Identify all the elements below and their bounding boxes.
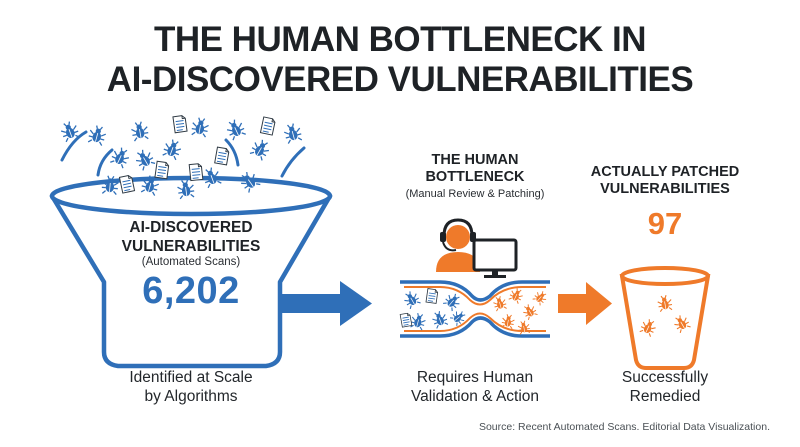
bucket-icon bbox=[619, 266, 711, 370]
funnel-subheading: (Automated Scans) bbox=[141, 256, 241, 268]
page-title: THE HUMAN BOTTLENECK IN AI-DISCOVERED VU… bbox=[0, 20, 800, 100]
bottleneck-pipe bbox=[399, 280, 550, 338]
bug-icon bbox=[190, 116, 211, 138]
funnel-value: 6,202 bbox=[142, 270, 240, 312]
funnel-heading-line-1: AI-DISCOVERED bbox=[129, 219, 253, 236]
bug-icon bbox=[409, 311, 428, 331]
funnel-heading: AI-DISCOVERED VULNERABILITIES bbox=[101, 218, 281, 256]
document-icon bbox=[188, 162, 204, 182]
patched-heading-line-1: ACTUALLY PATCHED bbox=[590, 164, 740, 180]
headset-person-icon bbox=[436, 218, 480, 272]
document-icon bbox=[214, 146, 230, 166]
source-note: Source: Recent Automated Scans. Editoria… bbox=[478, 421, 770, 433]
document-icon bbox=[399, 312, 413, 328]
document-icon bbox=[118, 174, 136, 194]
bug-icon bbox=[401, 288, 422, 310]
bottleneck-heading: THE HUMAN BOTTLENECK bbox=[390, 152, 560, 186]
patched-heading: ACTUALLY PATCHED VULNERABILITIES bbox=[580, 164, 750, 198]
bottleneck-caption: Requires Human Validation & Action bbox=[390, 368, 560, 406]
funnel-caption-line-2: by Algorithms bbox=[144, 388, 238, 405]
bug-icon bbox=[282, 121, 304, 145]
title-line-2: AI-DISCOVERED VULNERABILITIES bbox=[106, 60, 694, 99]
bottleneck-subheading: (Manual Review & Patching) bbox=[405, 188, 545, 200]
bottleneck-heading-line-1: THE HUMAN bbox=[431, 152, 519, 168]
bug-icon bbox=[531, 288, 550, 307]
patched-caption-line-1: Successfully bbox=[621, 369, 709, 386]
flow-arrow-orange bbox=[558, 282, 612, 325]
bottleneck-heading-line-2: BOTTLENECK bbox=[425, 169, 525, 185]
patched-caption-line-2: Remedied bbox=[629, 388, 701, 405]
document-icon bbox=[425, 288, 439, 304]
bug-icon bbox=[516, 319, 531, 335]
bottleneck-caption-line-1: Requires Human bbox=[416, 369, 534, 386]
patched-value: 97 bbox=[647, 206, 683, 241]
funnel-heading-line-2: VULNERABILITIES bbox=[121, 238, 261, 255]
document-icon bbox=[172, 114, 188, 134]
bug-icon bbox=[161, 137, 184, 161]
funnel-caption-line-1: Identified at Scale bbox=[129, 369, 253, 386]
patched-caption: Successfully Remedied bbox=[580, 368, 750, 406]
bug-icon bbox=[248, 136, 273, 162]
funnel-caption: Identified at Scale by Algorithms bbox=[101, 368, 281, 406]
bottleneck-caption-line-2: Validation & Action bbox=[410, 388, 540, 405]
bug-icon bbox=[491, 294, 508, 312]
monitor-icon bbox=[472, 238, 518, 278]
bug-icon bbox=[441, 290, 464, 313]
bug-icon bbox=[430, 309, 450, 330]
bug-icon bbox=[520, 302, 539, 321]
title-line-1: THE HUMAN BOTTLENECK IN bbox=[153, 20, 647, 59]
bug-icon bbox=[86, 123, 108, 147]
flow-arrow-blue bbox=[282, 281, 372, 326]
bug-icon bbox=[223, 116, 248, 142]
patched-heading-line-2: VULNERABILITIES bbox=[600, 181, 730, 197]
document-icon bbox=[154, 160, 170, 180]
document-icon bbox=[259, 116, 277, 136]
bug-icon bbox=[132, 146, 157, 172]
bug-icon bbox=[129, 120, 150, 142]
